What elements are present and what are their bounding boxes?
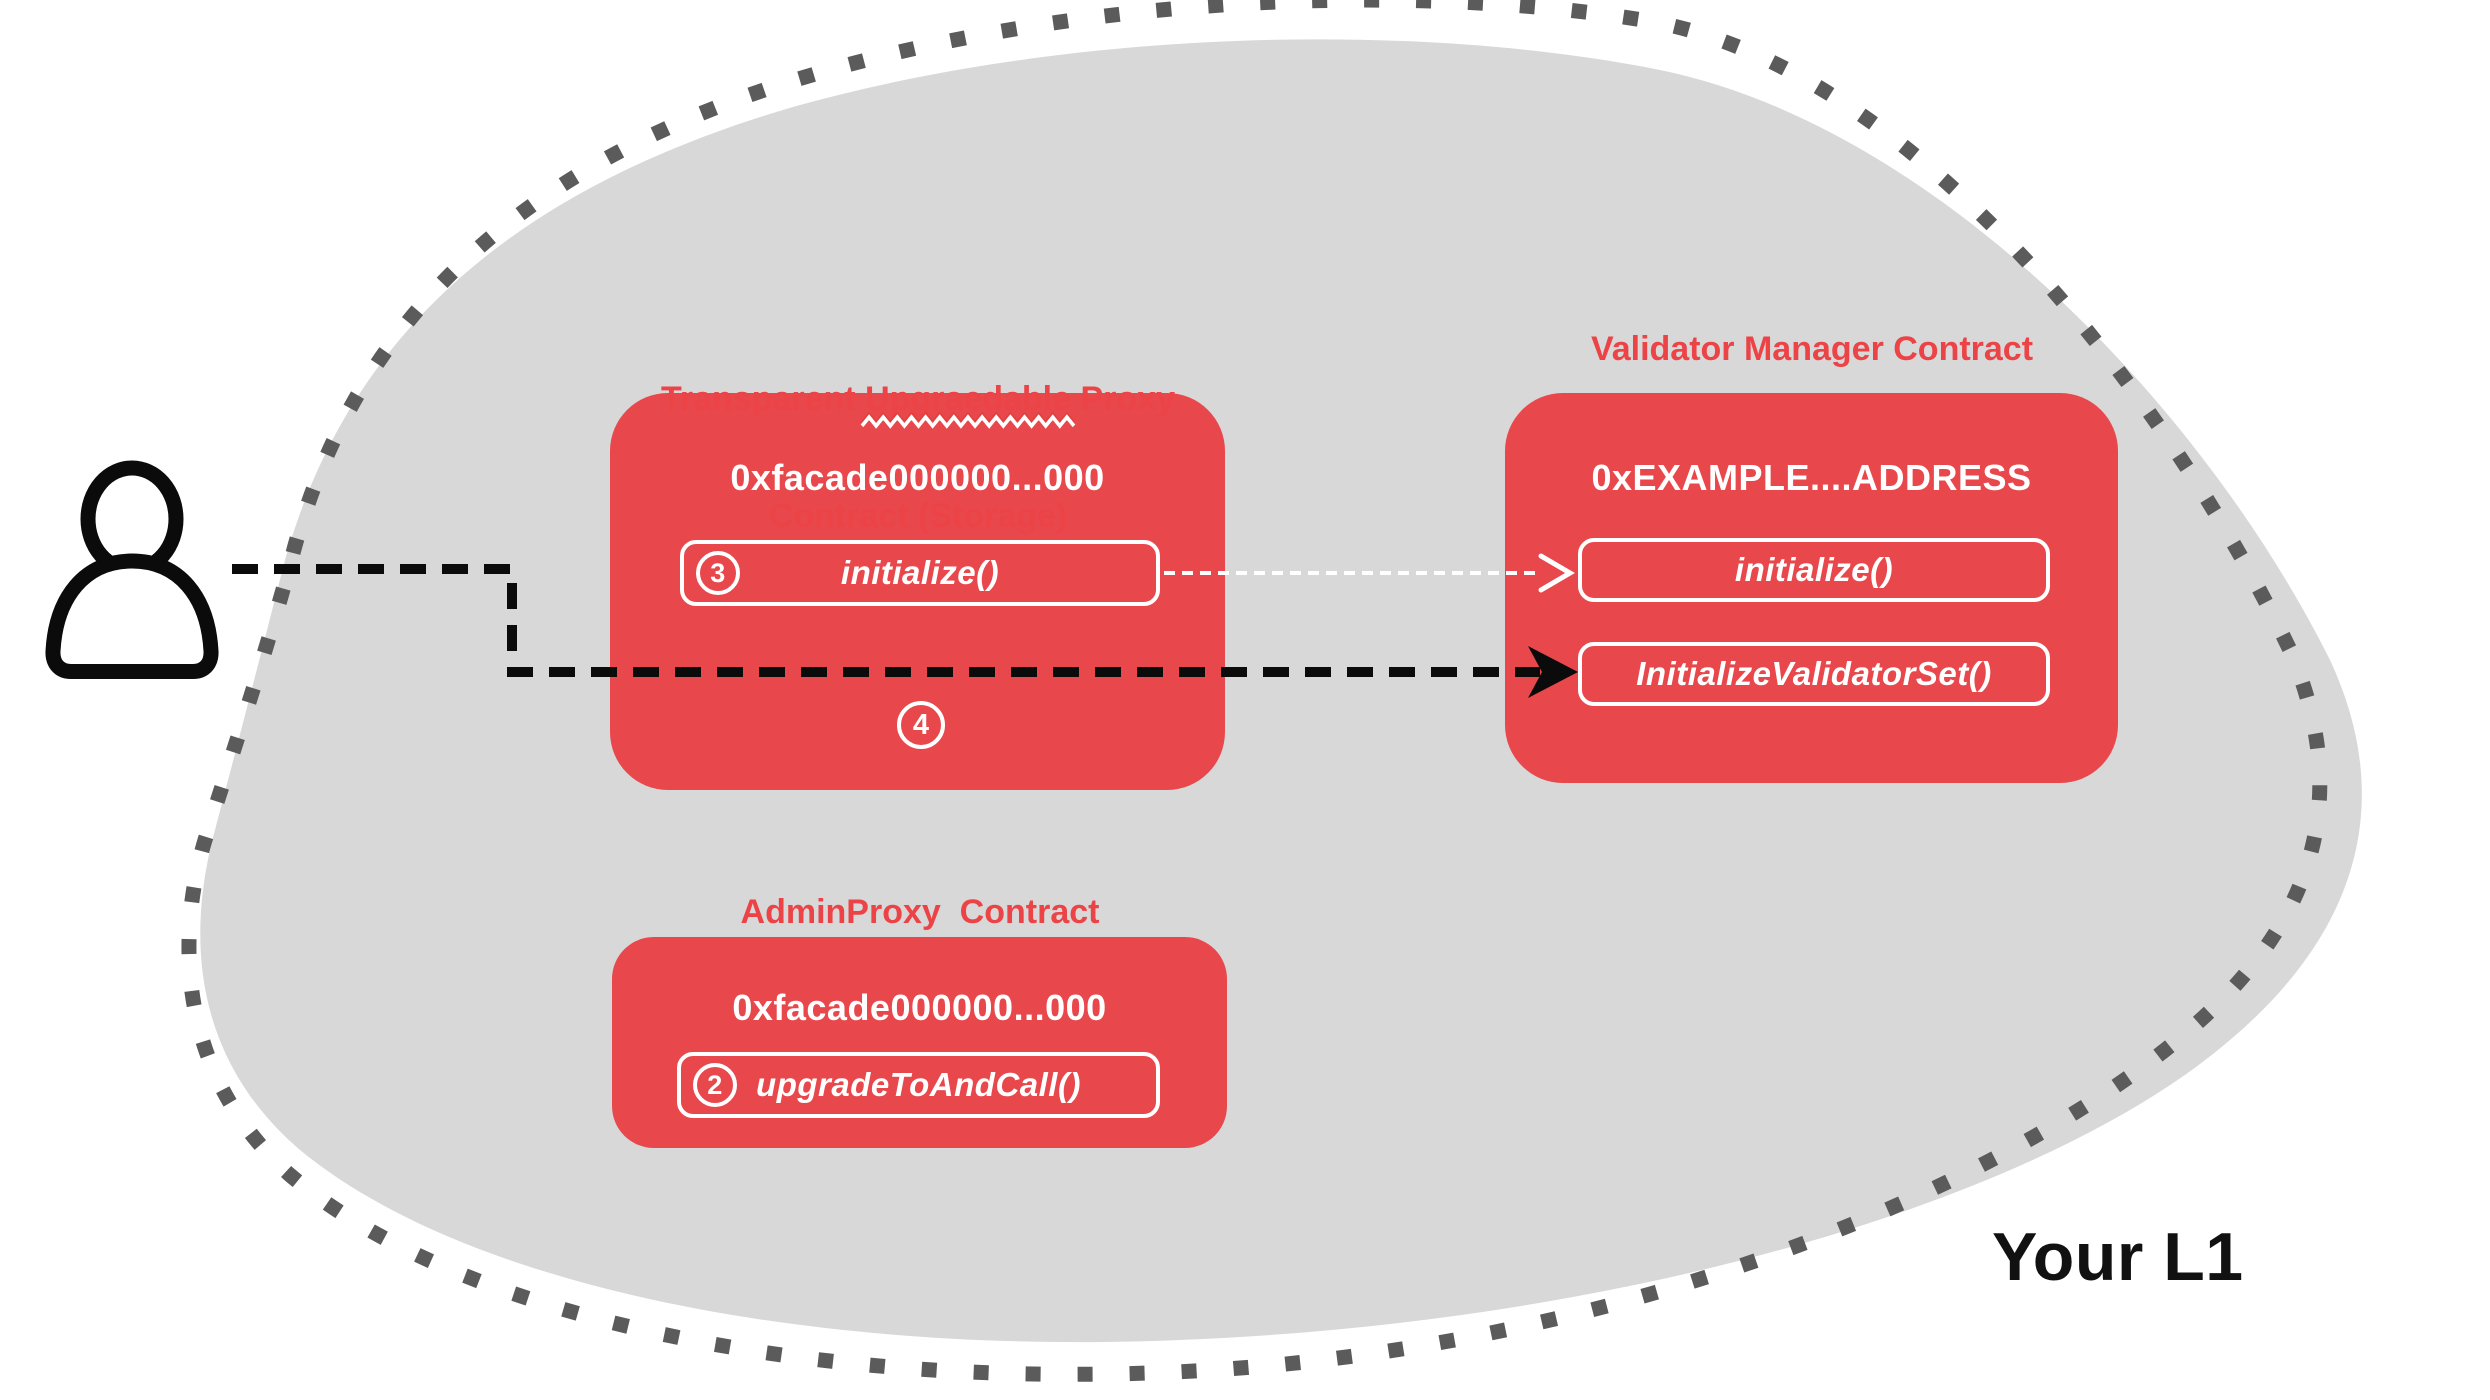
validator-contract-address: 0xEXAMPLE....ADDRESS	[1591, 457, 2032, 498]
proxy-contract-title: Transparent Upgraedable Proxy Contract (…	[568, 302, 1268, 614]
region-label-your-l1: Your L1	[1992, 1219, 2244, 1295]
person-icon	[45, 460, 219, 679]
validator-initializevalidatorset-method-pill: InitializeValidatorSet()	[1578, 642, 2050, 706]
proxy-title-suffix: Proxy	[1071, 380, 1175, 418]
admin-upgradetoandcall-method-pill: 2 upgradeToAndCall()	[677, 1052, 1160, 1118]
proxy-title-misspelled-word: Upgraedable	[860, 380, 1076, 429]
validator-initializevalidatorset-label: InitializeValidatorSet()	[1636, 655, 1992, 692]
admin-contract-box: 0xfacade000000...000 2 upgradeToAndCall(…	[612, 937, 1227, 1148]
step-badge-2: 2	[693, 1063, 737, 1107]
step-badge-4: 4	[897, 701, 945, 749]
admin-upgradetoandcall-label: upgradeToAndCall()	[756, 1066, 1081, 1103]
admin-contract-title: AdminProxy Contract	[740, 893, 1100, 931]
validator-contract-title: Validator Manager Contract	[1590, 330, 2034, 368]
validator-initialize-label: initialize()	[1734, 551, 1894, 588]
proxy-title-line2: Contract (Storage)	[768, 497, 1068, 535]
proxy-title-prefix: Transparent	[661, 380, 866, 418]
spellcheck-squiggle	[860, 411, 1076, 429]
validator-initialize-method-pill: initialize()	[1578, 538, 2050, 602]
validator-contract-box: 0xEXAMPLE....ADDRESS initialize() Initia…	[1505, 393, 2118, 783]
proxy-title-line1: Transparent Upgraedable Proxy	[568, 380, 1268, 429]
admin-contract-address: 0xfacade000000...000	[732, 987, 1107, 1028]
